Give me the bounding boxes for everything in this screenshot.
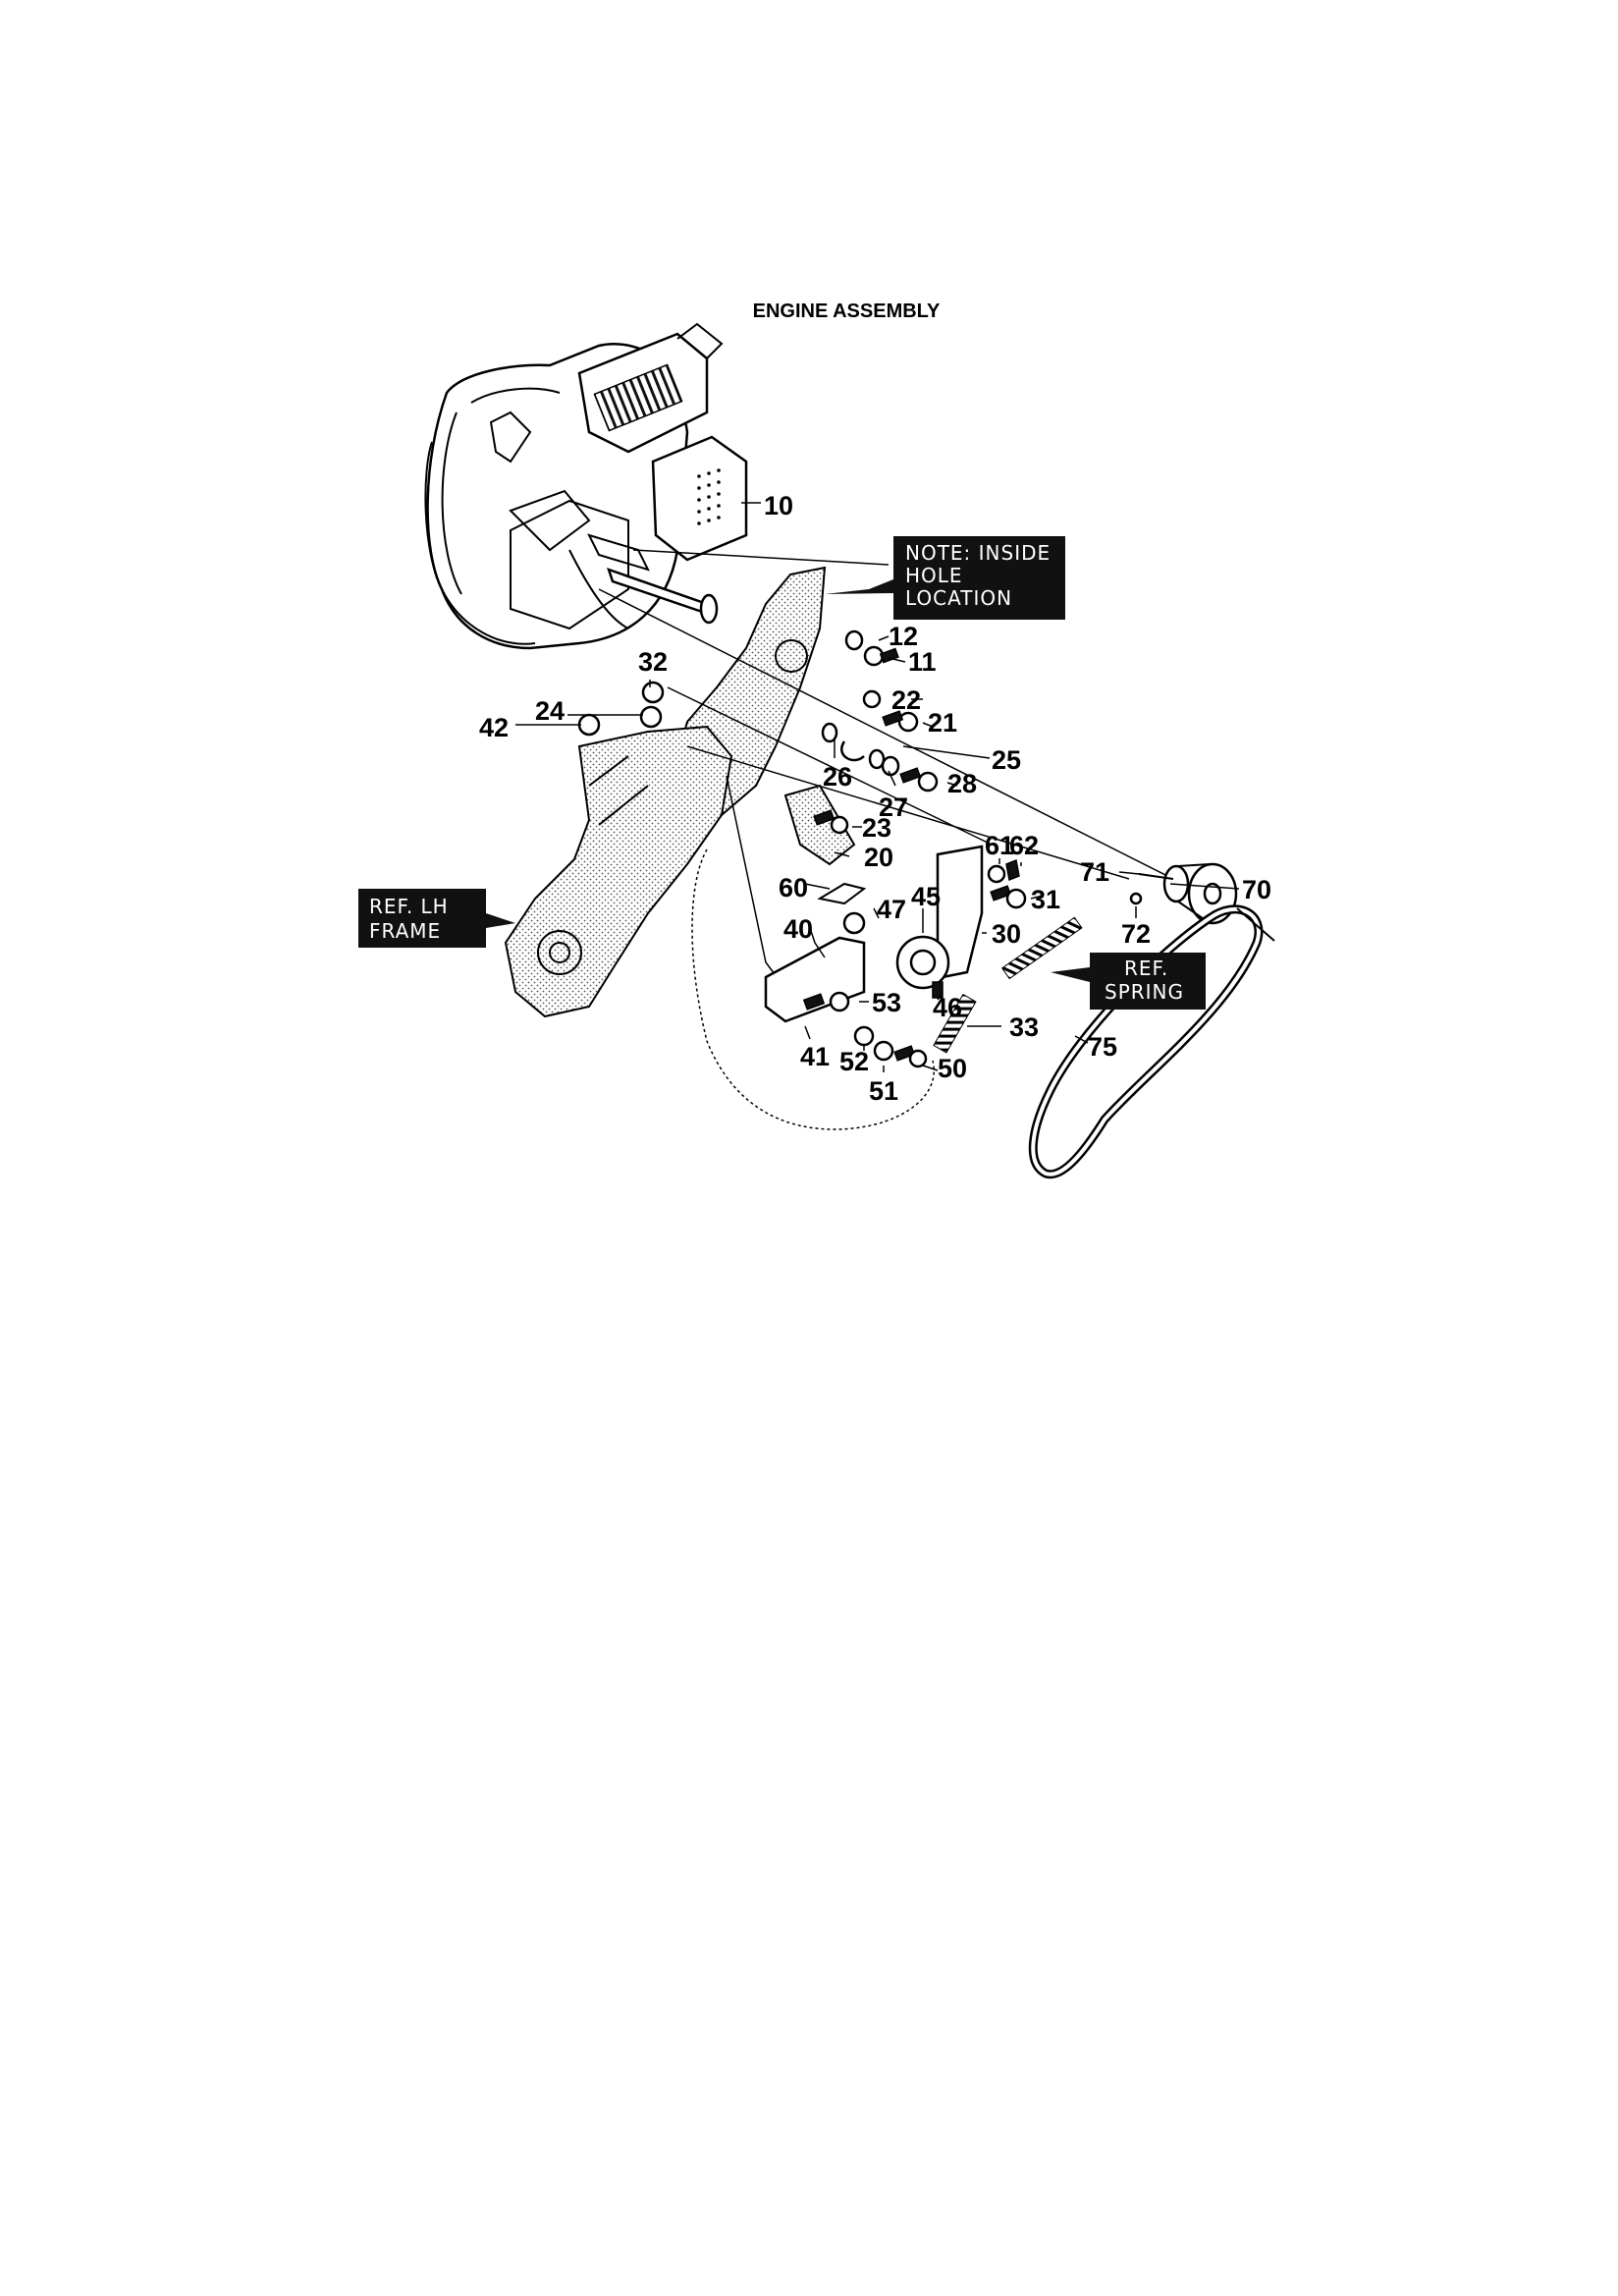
- spring-line-1: REF.: [1124, 957, 1168, 980]
- part-number-labels: 10 11 12 20 21 22 23 24 25 26 27 28 30 3…: [479, 491, 1271, 1106]
- outline-guide: [691, 848, 936, 1130]
- spring-callout: REF. SPRING: [1051, 953, 1206, 1010]
- lh-frame-line-1: REF. LH: [369, 895, 449, 918]
- part-number: 40: [783, 914, 813, 944]
- leader-lines: [515, 502, 1240, 1072]
- part-number: 30: [992, 919, 1021, 949]
- part-number: 52: [839, 1047, 869, 1076]
- part-number: 21: [928, 708, 957, 738]
- part-number: 24: [535, 696, 565, 726]
- part-number: 72: [1121, 919, 1151, 949]
- part-number: 31: [1031, 885, 1060, 914]
- part-number: 51: [869, 1076, 898, 1106]
- lh-frame-callout: REF. LH FRAME: [358, 889, 515, 948]
- note-line-1: NOTE: INSIDE: [905, 541, 1051, 565]
- note-callout: NOTE: INSIDE HOLE LOCATION: [825, 536, 1065, 620]
- spring-line-2: SPRING: [1105, 980, 1184, 1004]
- lh-frame-line-2: FRAME: [369, 919, 441, 943]
- note-line-3: LOCATION: [905, 586, 1012, 610]
- engine: [424, 322, 748, 650]
- part-number: 45: [911, 882, 941, 911]
- part-number: 25: [992, 745, 1021, 775]
- note-line-2: HOLE: [905, 564, 963, 587]
- part-number: 10: [764, 491, 793, 520]
- hardware: [577, 629, 1238, 1068]
- part-number: 47: [877, 895, 906, 924]
- diagram-title: ENGINE ASSEMBLY: [753, 301, 941, 322]
- part-number: 20: [864, 843, 893, 872]
- part-number: 27: [879, 793, 908, 822]
- part-number: 71: [1080, 857, 1109, 887]
- part-number: 23: [862, 813, 891, 843]
- part-number: 22: [891, 685, 921, 715]
- part-number: 41: [800, 1042, 830, 1071]
- part-number: 60: [779, 873, 808, 902]
- part-number: 53: [872, 988, 901, 1017]
- drive-belt: [1028, 904, 1264, 1179]
- part-number: 70: [1242, 875, 1271, 904]
- part-number: 42: [479, 713, 509, 742]
- part-number: 75: [1088, 1032, 1117, 1062]
- part-number: 28: [947, 769, 977, 798]
- part-number: 26: [823, 762, 852, 792]
- part-number: 11: [908, 647, 937, 677]
- lh-frame: [504, 725, 733, 1018]
- part-number: 33: [1009, 1012, 1039, 1042]
- part-number: 61: [985, 831, 1014, 860]
- part-number: 62: [1009, 831, 1039, 860]
- part-number: 32: [638, 647, 668, 677]
- part-number: 46: [933, 993, 962, 1022]
- part-number: 50: [938, 1054, 967, 1083]
- part-number: 12: [889, 622, 918, 651]
